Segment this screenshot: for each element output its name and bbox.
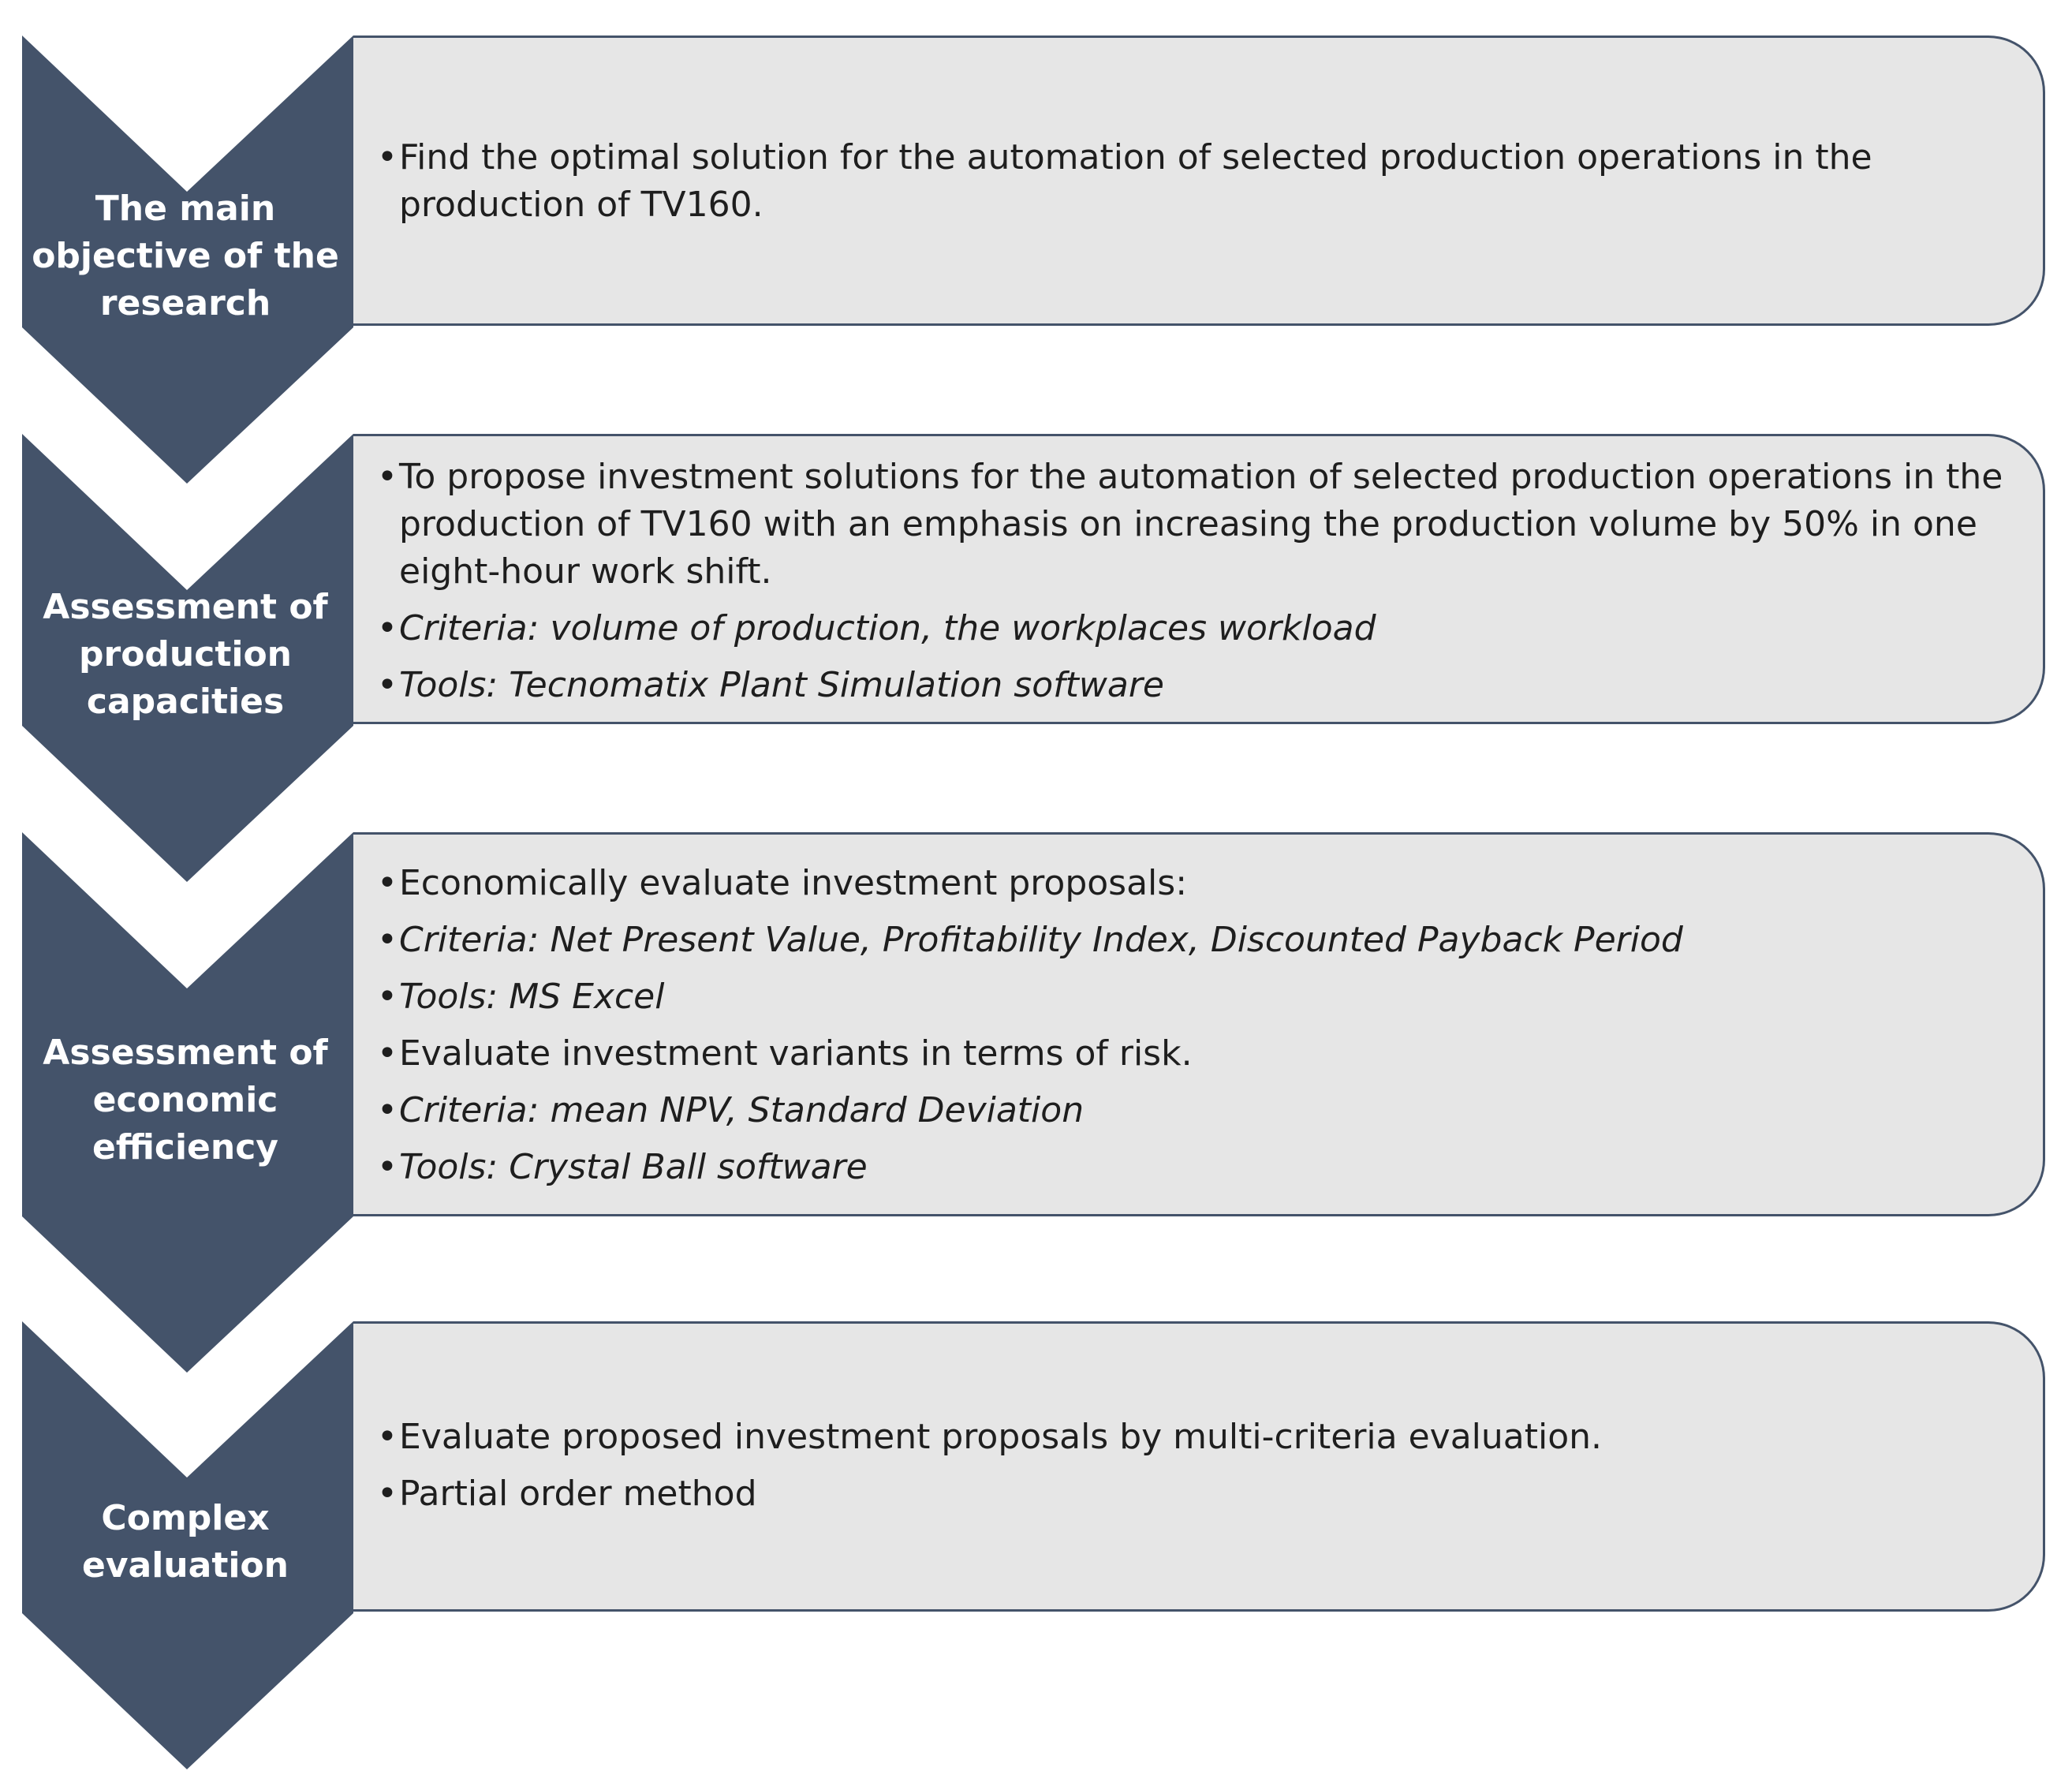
bullet-marker: • [377, 920, 398, 960]
bullet-marker: • [377, 977, 398, 1017]
step-3-bullets: • Economically evaluate investment propo… [377, 835, 2011, 1214]
step-2-bullets: • To propose investment solutions for th… [377, 436, 2011, 722]
bullet-item: • Criteria: mean NPV, Standard Deviation [377, 1087, 2011, 1134]
step-label-2: Assessment of production capacities [24, 584, 347, 726]
bullet-marker: • [377, 665, 398, 705]
bullet-marker: • [377, 457, 398, 497]
label-line: production [79, 634, 292, 674]
bullet-item: • Criteria: Net Present Value, Profitabi… [377, 917, 2011, 964]
bullet-item: • Criteria: volume of production, the wo… [377, 605, 2011, 652]
step-label-4: Complex evaluation [24, 1495, 347, 1590]
chevron-step-3 [22, 832, 353, 1373]
bullet-text: Criteria: mean NPV, Standard Deviation [399, 1090, 1085, 1130]
bullet-item: • Tools: MS Excel [377, 973, 2011, 1021]
label-line: Complex [101, 1498, 270, 1538]
chevron-step-1 [22, 35, 353, 484]
step-box-1: • Find the optimal solution for the auto… [353, 35, 2045, 326]
bullet-text: Evaluate investment variants in terms of… [399, 1033, 1193, 1074]
label-line: capacities [86, 682, 285, 722]
chevron-step-4 [22, 1321, 353, 1769]
bullet-marker: • [377, 1090, 398, 1130]
chevron-step-2 [22, 434, 353, 882]
bullet-text: Criteria: volume of production, the work… [399, 608, 1376, 648]
bullet-marker: • [377, 1474, 398, 1514]
bullet-text: Tools: Tecnomatix Plant Simulation softw… [399, 665, 1164, 705]
bullet-item: • Find the optimal solution for the auto… [377, 134, 2011, 229]
bullet-text: Partial order method [399, 1474, 757, 1514]
bullet-marker: • [377, 137, 398, 177]
step-1-bullets: • Find the optimal solution for the auto… [377, 38, 2011, 323]
label-line: evaluation [82, 1545, 289, 1586]
bullet-text: Economically evaluate investment proposa… [399, 863, 1188, 903]
bullet-text: Tools: MS Excel [399, 977, 665, 1017]
bullet-item: • Partial order method [377, 1470, 2011, 1518]
bullet-text: Tools: Crystal Ball software [399, 1147, 868, 1187]
step-label-1: The main objective of the research [24, 185, 347, 327]
bullet-text: Evaluate proposed investment proposals b… [399, 1417, 1603, 1457]
bullet-item: • Tools: Tecnomatix Plant Simulation sof… [377, 662, 2011, 709]
bullet-text: Find the optimal solution for the automa… [399, 137, 1872, 225]
step-box-2: • To propose investment solutions for th… [353, 434, 2045, 724]
label-line: Assessment of [43, 587, 328, 627]
label-line: objective of the [32, 236, 339, 276]
bullet-marker: • [377, 863, 398, 903]
label-line: research [99, 283, 271, 323]
step-4-bullets: • Evaluate proposed investment proposals… [377, 1324, 2011, 1609]
label-line: efficiency [91, 1127, 278, 1167]
bullet-text: To propose investment solutions for the … [399, 457, 2003, 592]
bullet-item: • To propose investment solutions for th… [377, 454, 2011, 596]
bullet-marker: • [377, 608, 398, 648]
bullet-item: • Evaluate proposed investment proposals… [377, 1414, 2011, 1461]
bullet-item: • Tools: Crystal Ball software [377, 1144, 2011, 1191]
step-box-3: • Economically evaluate investment propo… [353, 832, 2045, 1216]
bullet-marker: • [377, 1417, 398, 1457]
bullet-item: • Economically evaluate investment propo… [377, 860, 2011, 907]
label-line: economic [92, 1080, 278, 1120]
label-line: Assessment of [43, 1033, 328, 1073]
bullet-marker: • [377, 1033, 398, 1074]
bullet-marker: • [377, 1147, 398, 1187]
bullet-item: • Evaluate investment variants in terms … [377, 1030, 2011, 1078]
step-label-3: Assessment of economic efficiency [24, 1029, 347, 1171]
step-box-4: • Evaluate proposed investment proposals… [353, 1321, 2045, 1612]
label-line: The main [95, 189, 276, 229]
bullet-text: Criteria: Net Present Value, Profitabili… [399, 920, 1683, 960]
